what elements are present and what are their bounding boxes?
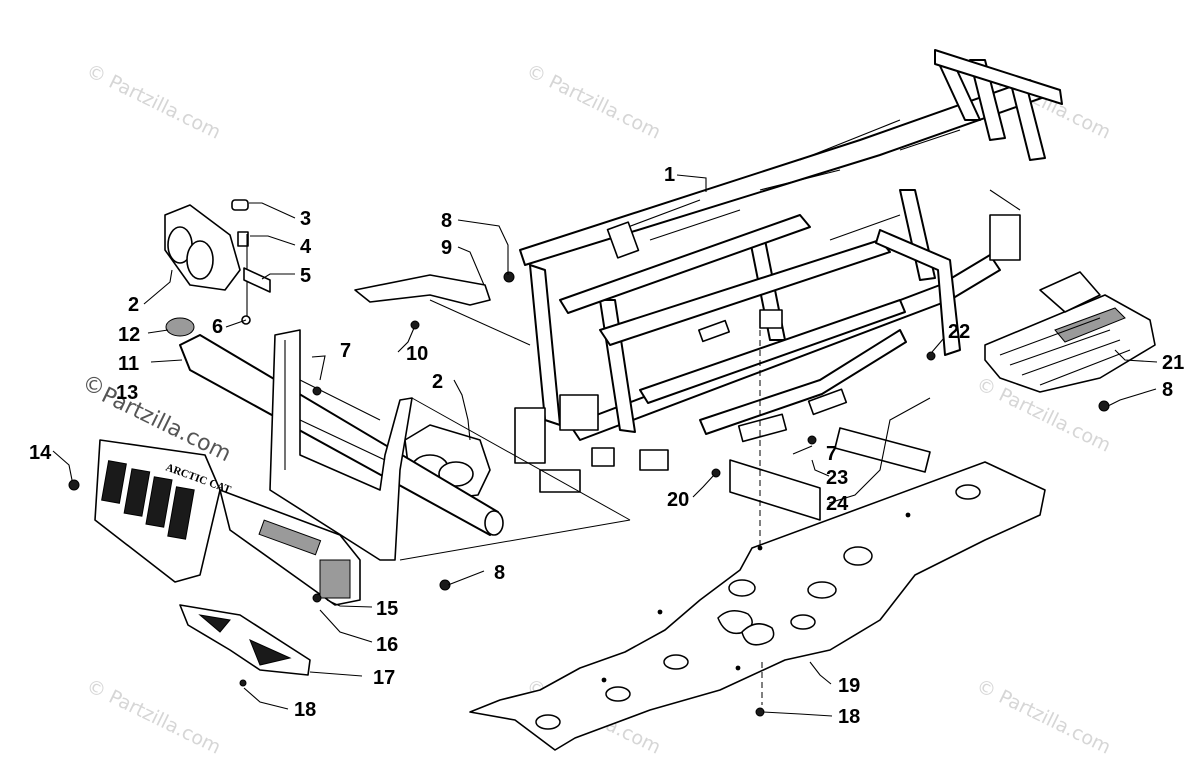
callout-7: 7 <box>826 443 837 465</box>
callout-23: 23 <box>826 467 848 489</box>
leader-lines <box>52 174 1158 717</box>
callout-2: 2 <box>432 371 443 393</box>
watermark: © Partzilla.com <box>523 60 664 144</box>
watermark: © Partzilla.com <box>83 675 224 759</box>
panels <box>729 427 931 521</box>
grille-frame <box>269 329 413 561</box>
skid-plate <box>469 461 1046 751</box>
callout-13: 13 <box>116 382 138 404</box>
callout-8: 8 <box>494 562 505 584</box>
callout-2: 2 <box>128 294 139 316</box>
callout-8: 8 <box>1162 379 1173 401</box>
callout-16: 16 <box>376 634 398 656</box>
fasteners <box>68 271 1110 717</box>
callout-20: 20 <box>667 489 689 511</box>
callout-18: 18 <box>294 699 316 721</box>
callout-7: 7 <box>340 340 351 362</box>
bumper <box>165 317 504 536</box>
main-frame <box>514 49 1063 493</box>
callout-1: 1 <box>664 164 675 186</box>
headlight-left <box>164 204 249 291</box>
bracket-hardware <box>231 199 271 325</box>
callout-24: 24 <box>826 493 849 515</box>
callout-5: 5 <box>300 265 311 287</box>
callout-6: 6 <box>212 316 223 338</box>
rack-bar <box>354 274 491 306</box>
callout-4: 4 <box>300 236 312 258</box>
callout-14: 14 <box>29 442 52 464</box>
footrest <box>984 271 1156 393</box>
callout-3: 3 <box>300 208 311 230</box>
callout-numbers: 1 3 4 5 2 6 12 7 11 13 2 14 8 9 10 8 15 … <box>29 164 1184 728</box>
callout-19: 19 <box>838 675 860 697</box>
callout-9: 9 <box>441 237 452 259</box>
callout-8: 8 <box>441 210 452 232</box>
callout-11: 11 <box>118 353 139 375</box>
lower-grille <box>219 489 361 606</box>
front-skid <box>179 604 311 676</box>
callout-17: 17 <box>373 667 395 689</box>
callout-21: 21 <box>1162 352 1184 374</box>
watermark: © Partzilla.com <box>973 675 1114 759</box>
watermark-copyright-symbol: © <box>83 374 105 399</box>
callout-22: 22 <box>948 321 970 343</box>
callout-10: 10 <box>406 343 428 365</box>
watermark: © Partzilla.com <box>83 60 224 144</box>
callout-12: 12 <box>118 324 140 346</box>
callout-15: 15 <box>376 598 398 620</box>
callout-18: 18 <box>838 706 860 728</box>
